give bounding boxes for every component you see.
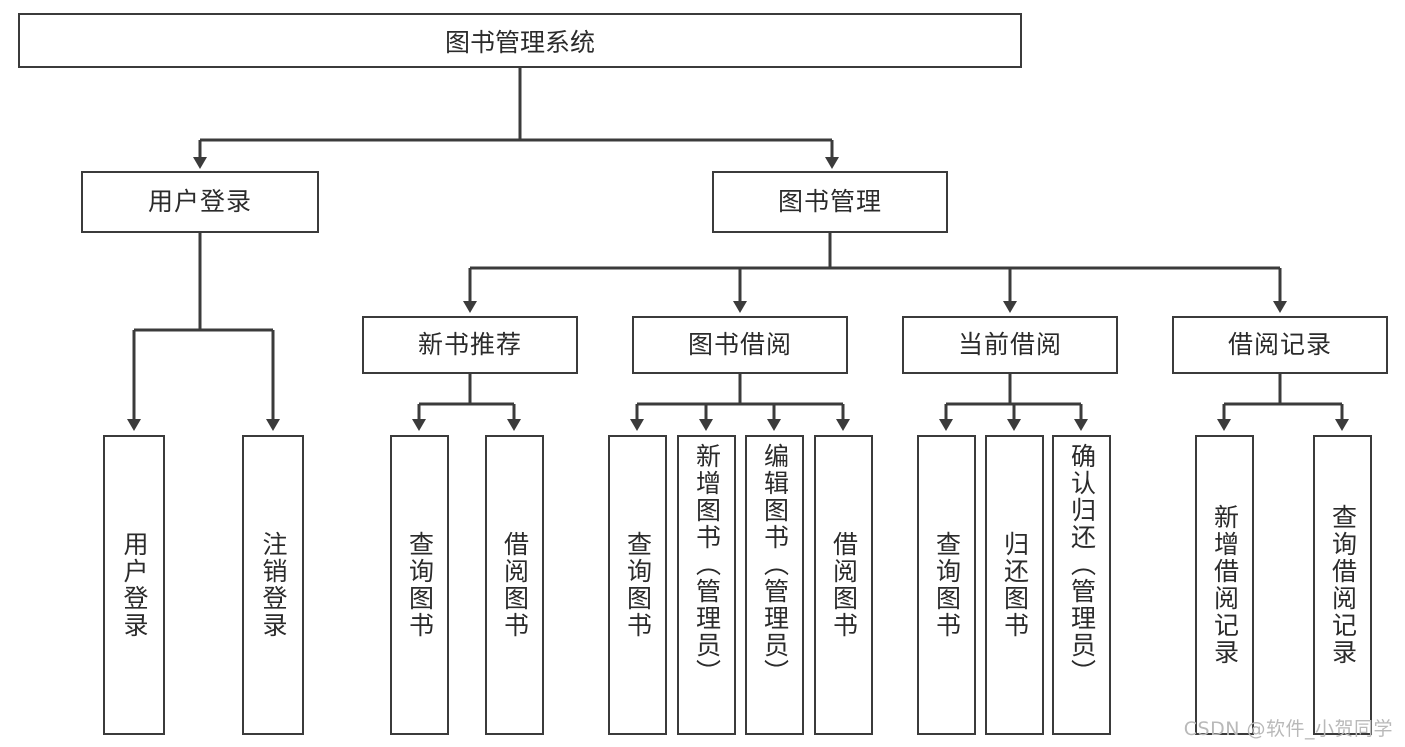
node-new-book-recommend[interactable]: 新书推荐	[362, 316, 578, 374]
leaf-node[interactable]: 借阅图书	[485, 435, 544, 735]
leaf-label: 新增借阅记录	[1210, 504, 1240, 666]
node-root-label: 图书管理系统	[444, 27, 595, 57]
leaf-label: 借阅图书	[829, 531, 859, 639]
leaf-node[interactable]: 查询图书	[608, 435, 667, 735]
leaf-label: 编辑图书（管理员）	[760, 443, 790, 686]
leaf-node[interactable]: 新增图书（管理员）	[677, 435, 736, 735]
leaf-node[interactable]: 查询借阅记录	[1313, 435, 1372, 735]
node-book-management[interactable]: 图书管理	[712, 171, 948, 233]
leaf-node[interactable]: 编辑图书（管理员）	[745, 435, 804, 735]
leaf-node[interactable]: 借阅图书	[814, 435, 873, 735]
leaf-label: 查询图书	[932, 531, 962, 639]
node-current-borrow[interactable]: 当前借阅	[902, 316, 1118, 374]
node-label: 新书推荐	[417, 330, 522, 360]
node-user-login[interactable]: 用户登录	[81, 171, 319, 233]
node-label: 图书管理	[777, 187, 882, 217]
node-label: 借阅记录	[1227, 330, 1332, 360]
leaf-label: 归还图书	[1000, 531, 1030, 639]
leaf-node[interactable]: 确认归还（管理员）	[1052, 435, 1111, 735]
leaf-label: 注销登录	[259, 531, 288, 639]
leaf-label: 查询借阅记录	[1328, 504, 1358, 666]
leaf-label: 新增图书（管理员）	[692, 443, 722, 686]
node-label: 用户登录	[147, 187, 252, 217]
leaf-label: 查询图书	[405, 531, 435, 639]
node-root[interactable]: 图书管理系统	[18, 13, 1022, 68]
node-book-borrow[interactable]: 图书借阅	[632, 316, 848, 374]
watermark-text: CSDN @软件_小贺同学	[1183, 718, 1393, 740]
node-borrow-records[interactable]: 借阅记录	[1172, 316, 1388, 374]
leaf-node[interactable]: 查询图书	[917, 435, 976, 735]
leaf-node[interactable]: 归还图书	[985, 435, 1044, 735]
leaf-node[interactable]: 用户登录	[103, 435, 165, 735]
leaf-node[interactable]: 查询图书	[390, 435, 449, 735]
leaf-label: 用户登录	[120, 531, 149, 639]
leaf-label: 查询图书	[623, 531, 653, 639]
leaf-node[interactable]: 注销登录	[242, 435, 304, 735]
leaf-label: 借阅图书	[500, 531, 530, 639]
node-label: 图书借阅	[687, 330, 792, 360]
leaf-label: 确认归还（管理员）	[1067, 443, 1097, 686]
leaf-node[interactable]: 新增借阅记录	[1195, 435, 1254, 735]
node-label: 当前借阅	[957, 330, 1062, 360]
